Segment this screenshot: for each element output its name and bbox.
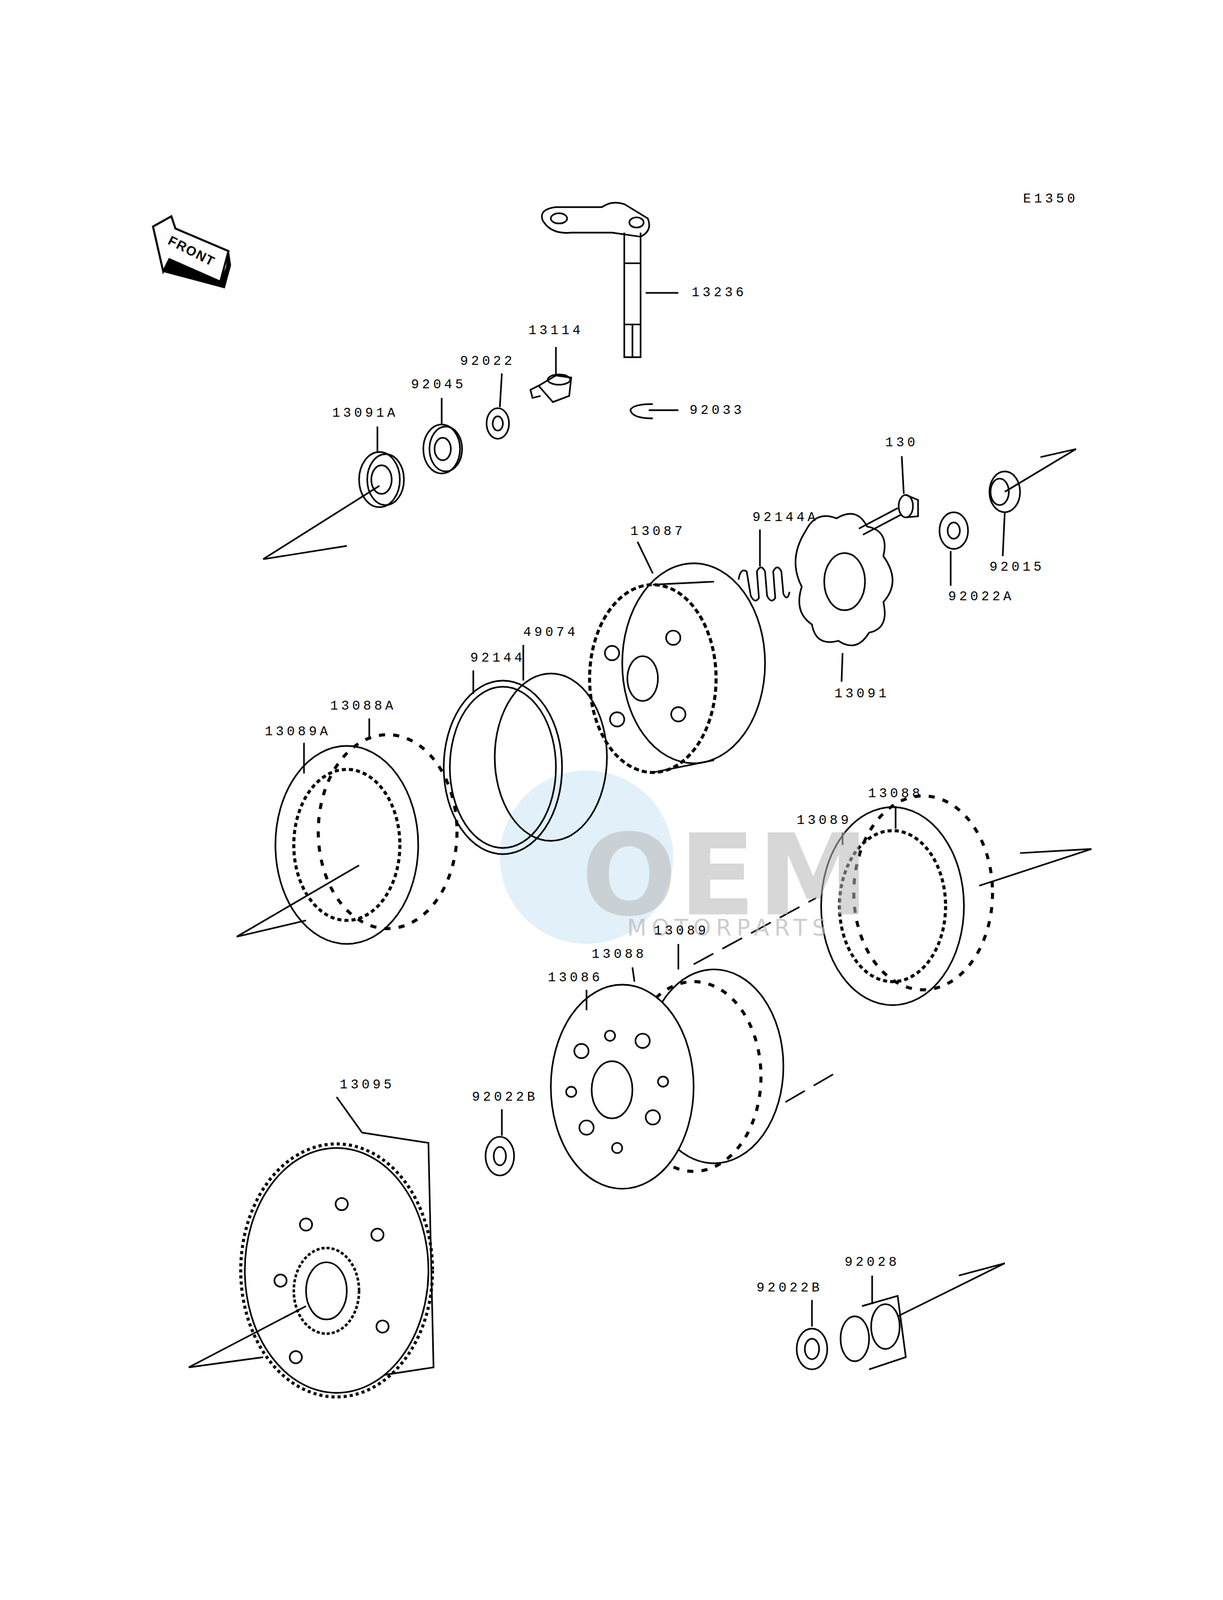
callout-number: 92028 xyxy=(844,1255,900,1269)
callout-number: 92022B xyxy=(756,1280,823,1294)
callout-number: 92022 xyxy=(460,354,516,369)
figure-code: E1350 xyxy=(1023,192,1079,206)
callout-number: 13095 xyxy=(339,1077,395,1091)
callout-number: 13089A xyxy=(264,724,332,739)
callout-number: 13087 xyxy=(630,524,686,539)
callout-number: 49074 xyxy=(523,625,579,640)
callout-number: 130 xyxy=(885,436,918,450)
callout-number: 92144A xyxy=(752,510,819,524)
callout-number: 92144 xyxy=(470,651,526,665)
callout-number: 92022B xyxy=(471,1089,539,1104)
callout-number: 13089 xyxy=(796,813,853,828)
callout-number: 13091 xyxy=(834,687,890,701)
callout-number: 13091A xyxy=(332,406,399,420)
callout-number: 13086 xyxy=(547,970,603,984)
watermark: OEM xyxy=(581,819,872,932)
callout-number: 92015 xyxy=(989,560,1045,574)
callout-number: 13088 xyxy=(868,786,924,801)
callout-number: 92022A xyxy=(948,590,1015,604)
callout-number: 13088A xyxy=(330,699,397,713)
callout-number: 92045 xyxy=(411,378,467,392)
callout-number: 92033 xyxy=(689,403,745,417)
callout-number: 13089 xyxy=(653,923,709,937)
callout-number: 13114 xyxy=(528,324,584,338)
callout-number: 13088 xyxy=(591,946,647,961)
callout-number: 13236 xyxy=(691,286,747,300)
